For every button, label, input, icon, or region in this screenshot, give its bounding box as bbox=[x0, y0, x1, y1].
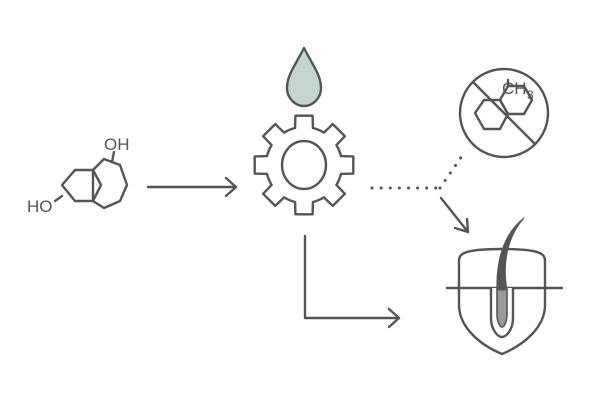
ch3-label: CH bbox=[502, 79, 527, 98]
gear-icon bbox=[253, 114, 355, 216]
diol-left-ring bbox=[60, 168, 103, 203]
prohibited-slash bbox=[471, 80, 537, 146]
hair-shaft bbox=[496, 287, 508, 328]
hair-strand bbox=[496, 217, 525, 291]
dotted-connector bbox=[370, 154, 464, 190]
hair-follicle-shield-icon bbox=[445, 217, 564, 356]
arrow-to-gear bbox=[146, 176, 238, 198]
oh-top-bond bbox=[110, 150, 116, 164]
ho-left-bond bbox=[53, 194, 64, 203]
arrow-down-right bbox=[303, 234, 401, 329]
prohibited-molecule-icon: CH 3 bbox=[458, 67, 550, 159]
oil-drop-icon bbox=[285, 46, 323, 108]
shield-outline bbox=[457, 247, 547, 356]
arrow-to-follicle bbox=[439, 196, 470, 234]
oh-top-label: OH bbox=[104, 135, 130, 154]
diol-molecule: OH HO bbox=[27, 135, 130, 216]
ho-left-label: HO bbox=[27, 197, 53, 216]
ch3-subscript: 3 bbox=[527, 88, 534, 102]
diol-right-ring bbox=[91, 157, 129, 210]
gear-hole bbox=[280, 139, 328, 191]
